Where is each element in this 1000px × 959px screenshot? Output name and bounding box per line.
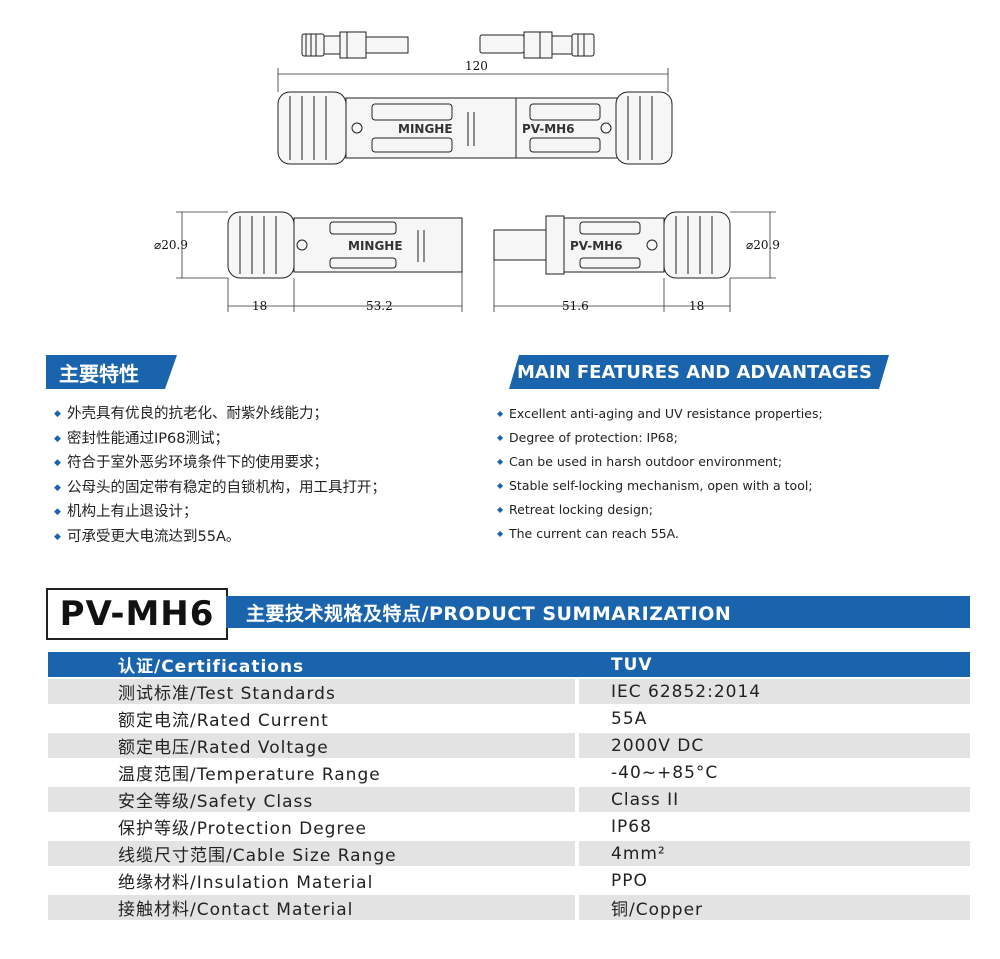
spec-label: 认证/Certifications <box>48 652 575 677</box>
features-cn-list: ◆外壳具有优良的抗老化、耐紫外线能力； ◆密封性能通过IP68测试； ◆符合于室… <box>54 402 386 549</box>
dim-nut-left: 18 <box>252 299 267 313</box>
bullet-icon: ◆ <box>54 507 61 517</box>
bullet-icon: ◆ <box>497 457 504 466</box>
spec-value: -40~+85°C <box>579 760 970 785</box>
table-row: 测试标准/Test Standards IEC 62852:2014 <box>48 679 970 704</box>
list-item: ◆机构上有止退设计； <box>54 500 386 525</box>
bullet-icon: ◆ <box>54 409 61 419</box>
spec-label: 测试标准/Test Standards <box>48 679 575 704</box>
model-label-male: PV-MH6 <box>570 239 623 253</box>
male-pin-drawing <box>301 31 409 59</box>
male-connector-drawing <box>493 211 731 279</box>
brand-label-female: MINGHE <box>348 239 403 253</box>
spec-value: IP68 <box>579 814 970 839</box>
table-row: 线缆尺寸范围/Cable Size Range 4mm² <box>48 841 970 866</box>
spec-label: 温度范围/Temperature Range <box>48 760 575 785</box>
bullet-icon: ◆ <box>497 529 504 538</box>
bullet-icon: ◆ <box>54 531 61 542</box>
spec-value: 55A <box>579 706 970 731</box>
assembled-connector-drawing <box>277 91 673 165</box>
model-name-box: PV-MH6 <box>46 588 228 640</box>
spec-value: 铜/Copper <box>579 895 970 920</box>
bullet-icon: ◆ <box>497 505 504 514</box>
spec-label: 额定电流/Rated Current <box>48 706 575 731</box>
model-label-assembled: PV-MH6 <box>522 122 575 136</box>
list-item: ◆Can be used in harsh outdoor environmen… <box>497 452 823 476</box>
spec-value: Class II <box>579 787 970 812</box>
features-en-title: MAIN FEATURES AND ADVANTAGES <box>509 355 889 389</box>
spec-table: 认证/Certifications TUV 测试标准/Test Standard… <box>48 650 970 922</box>
bullet-icon: ◆ <box>497 481 504 490</box>
brand-label-assembled: MINGHE <box>398 122 453 136</box>
table-row: 额定电压/Rated Voltage 2000V DC <box>48 733 970 758</box>
bullet-icon: ◆ <box>497 433 504 442</box>
spec-value: 4mm² <box>579 841 970 866</box>
spec-label: 接触材料/Contact Material <box>48 895 575 920</box>
female-connector-drawing <box>227 211 463 279</box>
list-item: ◆Retreat locking design; <box>497 500 823 524</box>
spec-value: 2000V DC <box>579 733 970 758</box>
table-row: 保护等级/Protection Degree IP68 <box>48 814 970 839</box>
list-item: ◆外壳具有优良的抗老化、耐紫外线能力； <box>54 402 386 427</box>
table-row: 温度范围/Temperature Range -40~+85°C <box>48 760 970 785</box>
features-cn-title: 主要特性 <box>46 355 177 389</box>
dim-diameter-left: ⌀20.9 <box>154 238 188 252</box>
dim-total-length: 120 <box>465 59 488 73</box>
spec-value: IEC 62852:2014 <box>579 679 970 704</box>
list-item: ◆公母头的固定带有稳定的自锁机构，用工具打开； <box>54 476 386 501</box>
bullet-icon: ◆ <box>497 409 504 418</box>
dim-nut-right: 18 <box>689 299 704 313</box>
dim-body-left: 53.2 <box>366 299 393 313</box>
spec-label: 保护等级/Protection Degree <box>48 814 575 839</box>
list-item: ◆Excellent anti-aging and UV resistance … <box>497 404 823 428</box>
bullet-icon: ◆ <box>54 433 61 444</box>
list-item: ◆符合于室外恶劣环境条件下的使用要求； <box>54 451 386 476</box>
dimension-lines <box>176 68 776 312</box>
spec-value: PPO <box>579 868 970 893</box>
spec-label: 额定电压/Rated Voltage <box>48 733 575 758</box>
summary-title-bar: 主要技术规格及特点/PRODUCT SUMMARIZATION <box>226 596 970 628</box>
list-item: ◆可承受更大电流达到55A。 <box>54 525 386 550</box>
bullet-icon: ◆ <box>54 458 61 468</box>
spec-label: 线缆尺寸范围/Cable Size Range <box>48 841 575 866</box>
list-item: ◆Stable self-locking mechanism, open wit… <box>497 476 823 500</box>
female-pin-drawing <box>479 31 595 59</box>
spec-label: 绝缘材料/Insulation Material <box>48 868 575 893</box>
spec-label: 安全等级/Safety Class <box>48 787 575 812</box>
table-row: 绝缘材料/Insulation Material PPO <box>48 868 970 893</box>
list-item: ◆Degree of protection: IP68; <box>497 428 823 452</box>
list-item: ◆The current can reach 55A. <box>497 524 823 548</box>
connector-technical-drawing: 120 ⌀20.9 ⌀20.9 18 53.2 51.6 18 MINGHE P… <box>154 31 780 313</box>
bullet-icon: ◆ <box>54 482 61 493</box>
table-row: 认证/Certifications TUV <box>48 652 970 677</box>
spec-value: TUV <box>579 652 970 677</box>
features-en-list: ◆Excellent anti-aging and UV resistance … <box>497 404 823 548</box>
table-row: 接触材料/Contact Material 铜/Copper <box>48 895 970 920</box>
dim-body-right: 51.6 <box>562 299 589 313</box>
list-item: ◆密封性能通过IP68测试； <box>54 427 386 452</box>
table-row: 额定电流/Rated Current 55A <box>48 706 970 731</box>
dim-diameter-right: ⌀20.9 <box>746 238 780 252</box>
table-row: 安全等级/Safety Class Class II <box>48 787 970 812</box>
